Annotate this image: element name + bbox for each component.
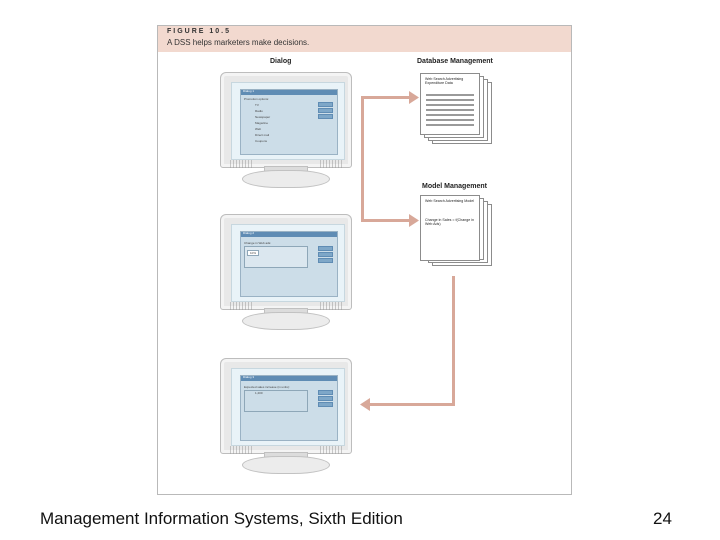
arrow-return-horizontal	[370, 403, 455, 406]
database-document-title: Web Search Advertising Expenditure Data	[425, 77, 477, 85]
option-item[interactable]: Coupons	[255, 139, 267, 143]
monitor-screen: Dialog 3 Expected sales increase (in uni…	[231, 368, 345, 446]
arrowhead-database	[409, 91, 419, 104]
dialog-button[interactable]	[318, 402, 333, 407]
vent-grille	[320, 446, 342, 454]
arrowhead-model	[409, 214, 419, 227]
dialog-button[interactable]	[318, 390, 333, 395]
window-title-bar: Dialog 3	[241, 376, 337, 381]
database-document: Web Search Advertising Expenditure Data	[420, 73, 480, 135]
dialog-button[interactable]	[318, 396, 333, 401]
field-value-input[interactable]: 10%	[247, 250, 259, 256]
figure-panel: FIGURE 10.5 A DSS helps marketers make d…	[157, 25, 572, 495]
vent-grille	[230, 160, 252, 168]
model-document-title: Web Search Advertising Model	[425, 199, 477, 203]
dialog-button[interactable]	[318, 246, 333, 251]
option-item[interactable]: Web	[255, 127, 261, 131]
data-row	[426, 119, 474, 121]
option-item[interactable]: Direct mail	[255, 133, 269, 137]
model-document-body: Change in Sales = f(Change in Web Ads)	[425, 218, 477, 226]
footer-text: Management Information Systems, Sixth Ed…	[40, 509, 403, 529]
dialog-button[interactable]	[318, 108, 333, 113]
dialog-window-2: Dialog 2 Change in Web ads: 10%	[240, 231, 338, 297]
dialog-label: Dialog	[270, 58, 291, 65]
option-item[interactable]: Magazine	[255, 121, 268, 125]
vent-grille	[230, 446, 252, 454]
monitor-bezel: Dialog 1 Promotion options: TV Radio New…	[220, 72, 352, 168]
monitor-base	[242, 456, 330, 474]
dialog-button[interactable]	[318, 258, 333, 263]
data-row	[426, 109, 474, 111]
figure-number: FIGURE 10.5	[167, 28, 231, 35]
data-row	[426, 124, 474, 126]
dialog-button[interactable]	[318, 114, 333, 119]
page-number: 24	[653, 509, 672, 529]
database-management-label: Database Management	[417, 58, 493, 65]
data-row	[426, 104, 474, 106]
data-row	[426, 94, 474, 96]
dialog-window-1: Dialog 1 Promotion options: TV Radio New…	[240, 89, 338, 155]
window-title: Dialog 1	[243, 89, 254, 93]
arrow-trunk	[361, 96, 364, 222]
arrow-to-database	[361, 96, 411, 99]
arrowhead-return	[360, 398, 370, 411]
arrow-to-model	[361, 219, 411, 222]
monitor-base	[242, 170, 330, 188]
figure-caption: A DSS helps marketers make decisions.	[167, 38, 309, 47]
option-item[interactable]: Newspaper	[255, 115, 270, 119]
vent-grille	[320, 160, 342, 168]
dialog-button[interactable]	[318, 252, 333, 257]
field-label: Change in Web ads:	[244, 241, 271, 245]
model-management-label: Model Management	[422, 183, 487, 190]
option-item[interactable]: TV	[255, 103, 259, 107]
dialog-button[interactable]	[318, 102, 333, 107]
result-label: Expected sales increase (in units):	[244, 385, 290, 389]
window-title-bar: Dialog 1	[241, 90, 337, 95]
monitor-screen: Dialog 1 Promotion options: TV Radio New…	[231, 82, 345, 160]
figure-header: FIGURE 10.5 A DSS helps marketers make d…	[158, 26, 571, 52]
window-title: Dialog 2	[243, 231, 254, 235]
option-item[interactable]: Radio	[255, 109, 263, 113]
result-box	[244, 390, 308, 412]
options-header: Promotion options:	[244, 97, 269, 101]
monitor-base	[242, 312, 330, 330]
arrow-return-vertical	[452, 276, 455, 406]
dialog-window-3: Dialog 3 Expected sales increase (in uni…	[240, 375, 338, 441]
monitor-screen: Dialog 2 Change in Web ads: 10%	[231, 224, 345, 302]
vent-grille	[320, 302, 342, 310]
data-row	[426, 99, 474, 101]
data-row	[426, 114, 474, 116]
model-document: Web Search Advertising Model Change in S…	[420, 195, 480, 261]
monitor-bezel: Dialog 2 Change in Web ads: 10%	[220, 214, 352, 310]
window-title: Dialog 3	[243, 375, 254, 379]
vent-grille	[230, 302, 252, 310]
window-title-bar: Dialog 2	[241, 232, 337, 237]
monitor-bezel: Dialog 3 Expected sales increase (in uni…	[220, 358, 352, 454]
